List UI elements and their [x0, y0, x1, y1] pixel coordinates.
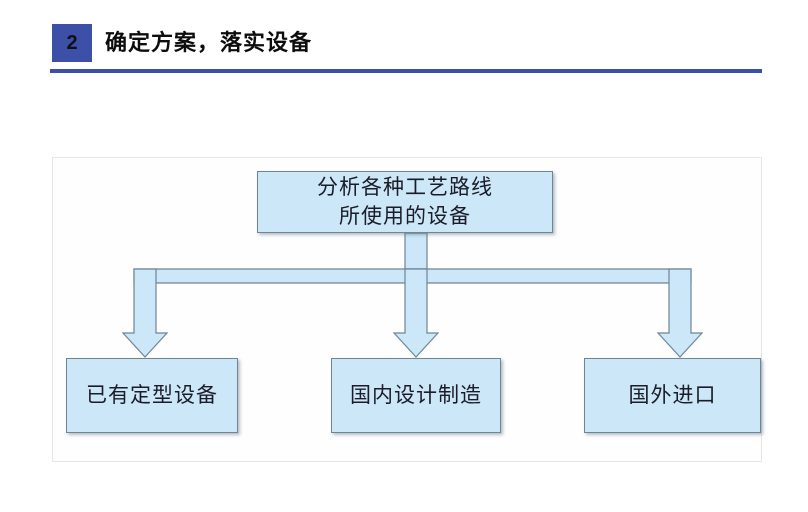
page-title: 确定方案，落实设备: [105, 30, 313, 55]
flowchart-node-domestic-manufacture-label: 国内设计制造: [350, 383, 482, 408]
flowchart-node-existing-equipment: 已有定型设备: [66, 358, 238, 433]
title-underline-rule: [50, 69, 762, 73]
arrow-to-domestic-manufacture: [392, 268, 440, 358]
section-number-label: 2: [66, 32, 78, 54]
flowchart-node-imported-equipment-label: 国外进口: [628, 383, 717, 408]
flowchart-node-existing-equipment-label: 已有定型设备: [86, 383, 218, 408]
section-number-badge: 2: [52, 24, 92, 62]
arrow-to-existing-equipment: [121, 268, 169, 358]
flowchart-node-top-label: 分析各种工艺路线 所使用的设备: [317, 175, 493, 228]
flowchart-node-imported-equipment: 国外进口: [584, 358, 761, 433]
connector-horizontal-bar: [133, 268, 692, 284]
flowchart-panel: 分析各种工艺路线 所使用的设备 已有定型设备 国内设计制造 国外进口: [52, 157, 762, 462]
page-header: 2 确定方案，落实设备: [0, 0, 808, 75]
connector-stem-from-top-node: [404, 232, 428, 270]
flowchart-node-top: 分析各种工艺路线 所使用的设备: [257, 171, 553, 233]
arrow-to-imported-equipment: [656, 268, 704, 358]
flowchart-node-domestic-manufacture: 国内设计制造: [331, 358, 501, 433]
